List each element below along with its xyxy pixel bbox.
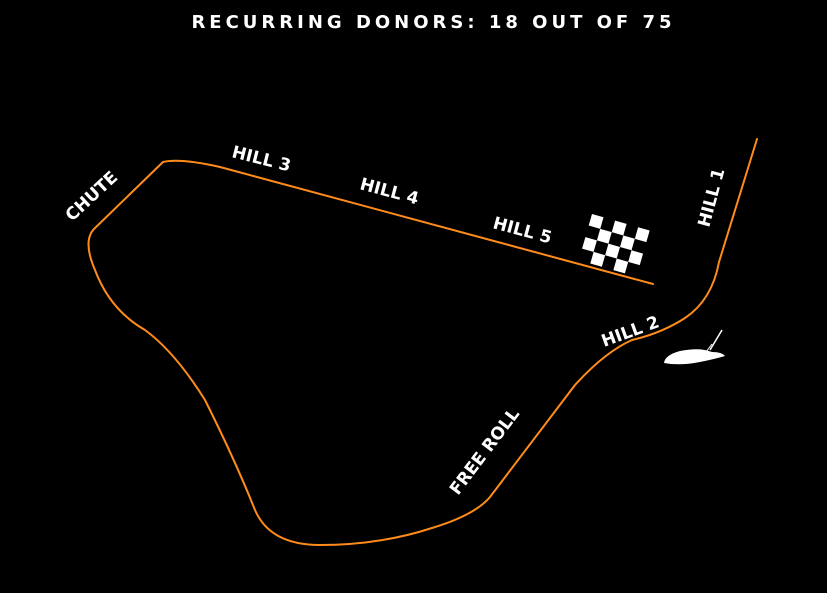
page-title: RECURRING DONORS: 18 OUT OF 75: [191, 12, 676, 33]
checkered-flag-icon: [582, 214, 650, 274]
label-hill-4: HILL 4: [358, 175, 421, 210]
label-chute: CHUTE: [62, 168, 122, 226]
course-track: [87, 138, 758, 546]
label-free-roll: FREE ROLL: [446, 405, 524, 499]
label-hill-1: HILL 1: [695, 166, 730, 229]
derby-car-icon: [664, 329, 725, 365]
label-hill-2: HILL 2: [599, 312, 662, 351]
